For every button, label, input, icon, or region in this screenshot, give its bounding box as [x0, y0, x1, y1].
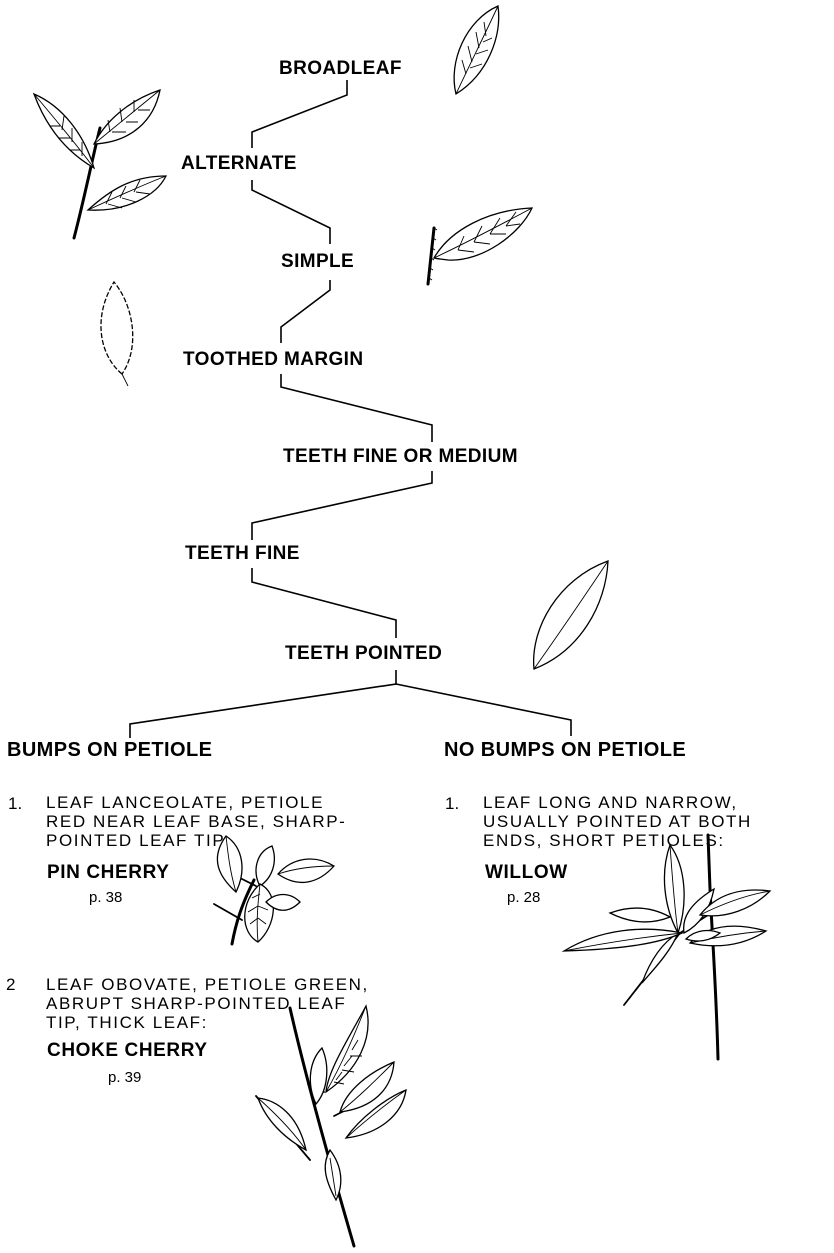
node-teeth-fine-or-medium: TEETH FINE OR MEDIUM: [283, 446, 518, 468]
species-choke-cherry: CHOKE CHERRY: [47, 1040, 208, 1062]
choke-cherry-twig-icon: [246, 1000, 412, 1252]
branch-title-no-bumps-on-petiole: NO BUMPS ON PETIOLE: [444, 739, 686, 762]
node-broadleaf: BROADLEAF: [279, 58, 402, 80]
toothed-leaf-icon: [88, 276, 148, 390]
species-pin-cherry: PIN CHERRY: [47, 862, 169, 884]
species-willow: WILLOW: [485, 862, 568, 884]
page-ref-choke-cherry: p. 39: [108, 1069, 141, 1086]
connector-broadleaf-alternate: [252, 80, 347, 148]
node-simple: SIMPLE: [281, 251, 354, 273]
connector-simple-toothed: [281, 280, 330, 343]
branch-title-bumps-on-petiole: BUMPS ON PETIOLE: [7, 739, 212, 762]
node-teeth-pointed: TEETH POINTED: [285, 643, 442, 665]
connector-pointed-left: [130, 670, 396, 738]
broadleaf-leaf-icon: [446, 2, 502, 98]
page-ref-willow: p. 28: [507, 889, 540, 906]
alternate-twig-icon: [22, 80, 172, 240]
connector-finemedium-fine: [252, 471, 432, 540]
willow-twig-icon: [560, 833, 772, 1063]
connector-alternate-simple: [252, 180, 330, 244]
node-teeth-fine: TEETH FINE: [185, 543, 300, 565]
pointed-teeth-leaf-icon: [528, 555, 612, 675]
entry-number-willow: 1.: [445, 794, 459, 814]
entry-number-choke-cherry: 2: [6, 975, 15, 995]
simple-leaf-icon: [424, 204, 536, 286]
node-toothed-margin: TOOTHED MARGIN: [183, 349, 363, 371]
node-alternate: ALTERNATE: [181, 153, 297, 175]
connector-toothed-finemedium: [281, 374, 432, 442]
entry-number-pin-cherry: 1.: [8, 794, 22, 814]
connector-pointed-right: [396, 684, 571, 736]
pin-cherry-twig-icon: [196, 832, 340, 948]
connector-fine-pointed: [252, 568, 396, 638]
page-ref-pin-cherry: p. 38: [89, 889, 122, 906]
